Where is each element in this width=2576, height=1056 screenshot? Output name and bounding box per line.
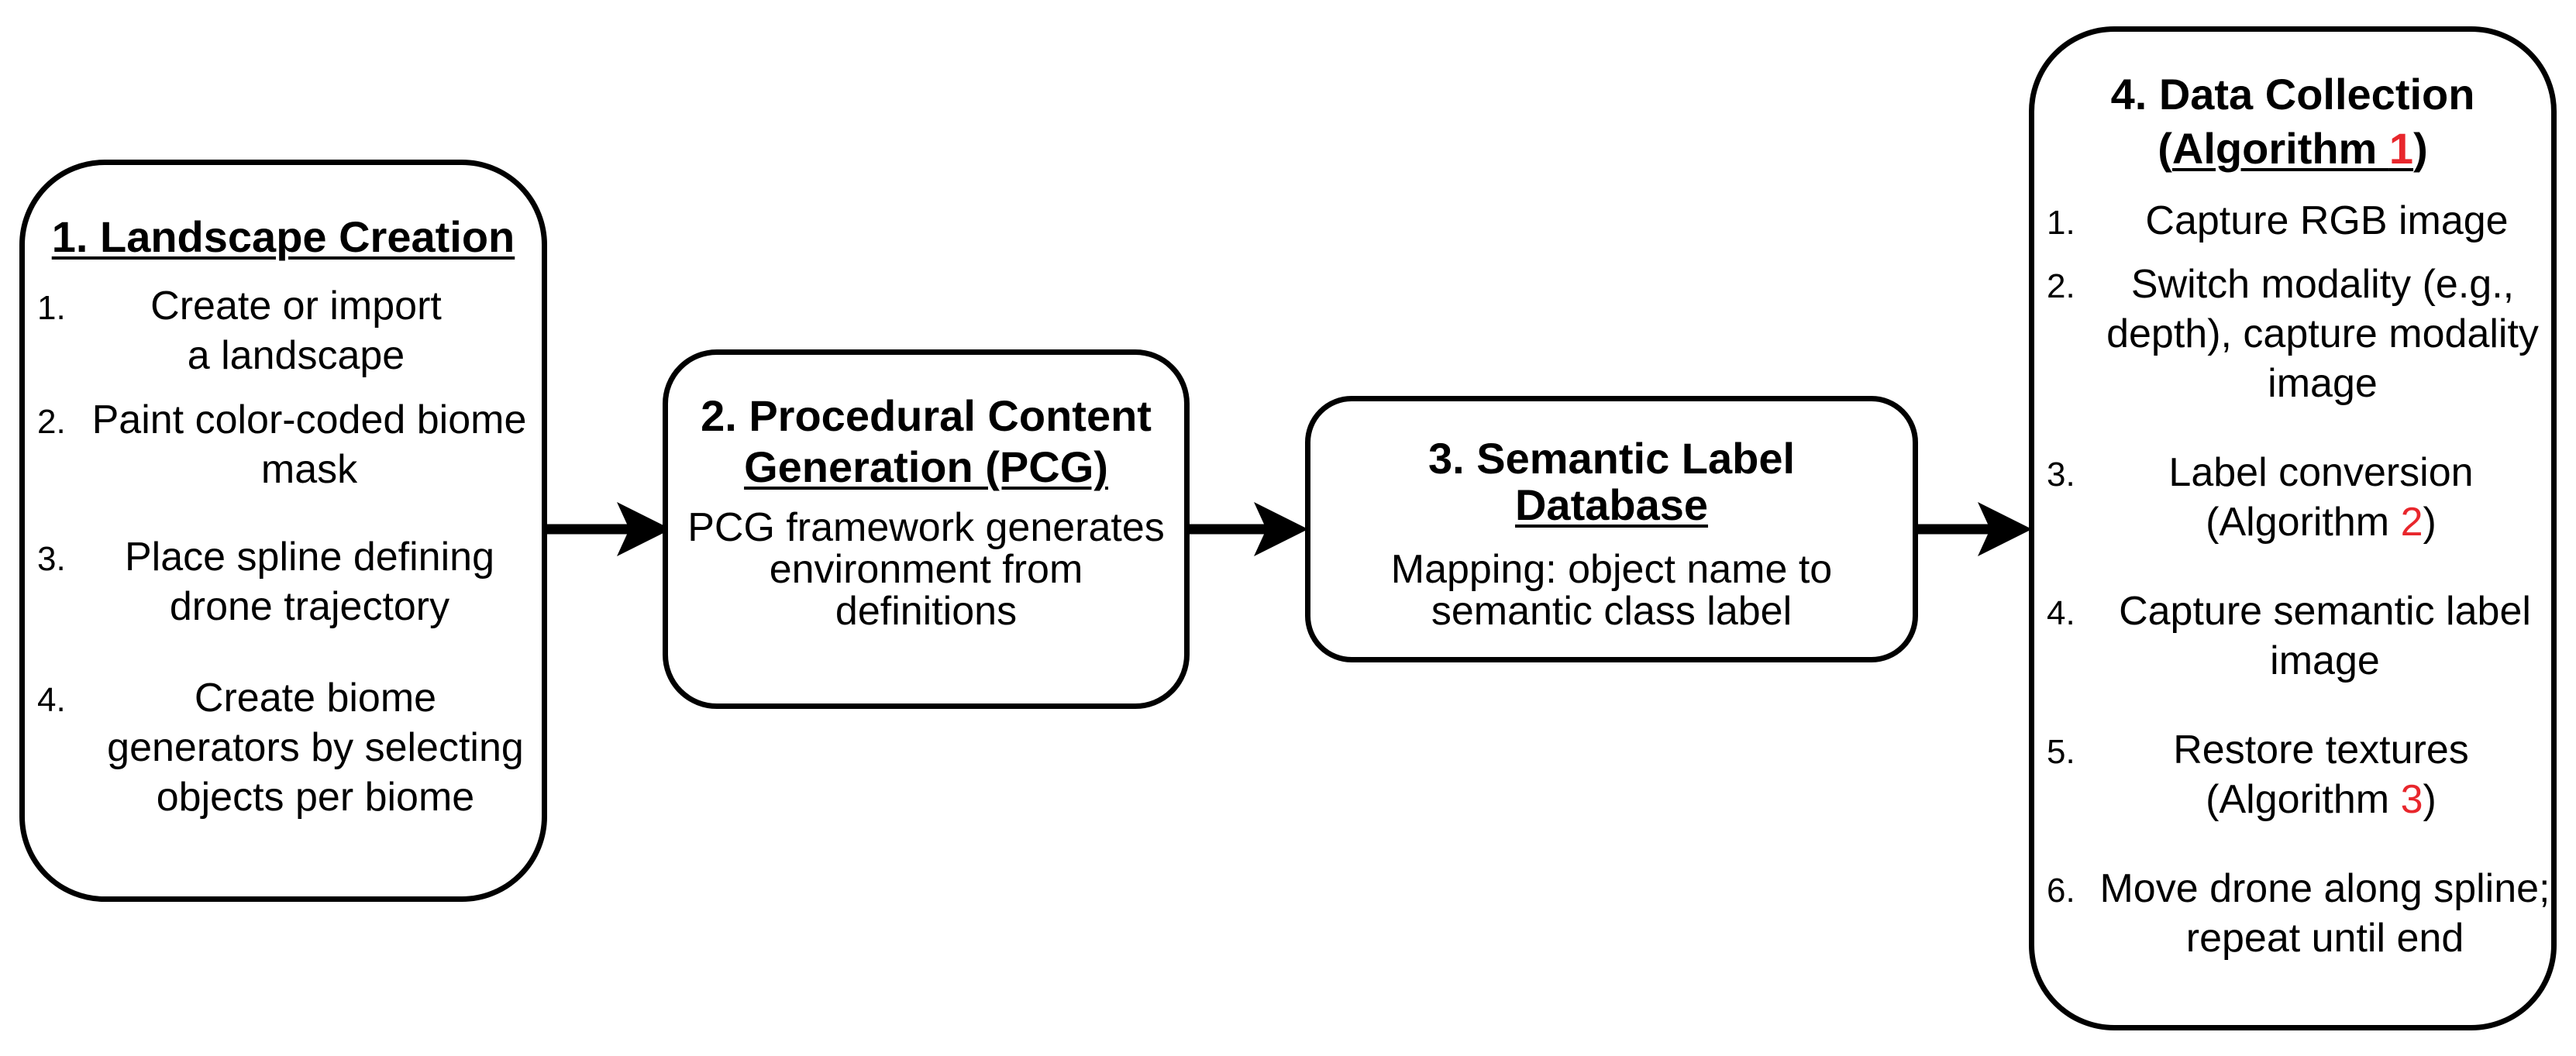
arrow-1-to-2 (547, 502, 671, 556)
list-text: Move drone along spline; repeat until en… (2099, 866, 2550, 961)
list-text: Paint color-coded biome mask (91, 397, 527, 492)
pcg-title-line2: Generation (PCG) (744, 442, 1108, 491)
list-number: 2. (2047, 267, 2075, 305)
semantic-label-title-line1: 3. Semantic Label (1427, 434, 1796, 483)
algorithm-link-text: Algorithm (2171, 124, 2389, 173)
list-text: Capture RGB image (2145, 198, 2509, 243)
semantic-label-title: 3. Semantic Label Database (1310, 435, 1913, 528)
list-text-main: Restore textures (Algorithm (2173, 728, 2469, 822)
semantic-label-description: Mapping: object name to semantic class l… (1390, 547, 1833, 634)
list-number: 2. (37, 403, 66, 441)
pcg-box: 2. Procedural Content Generation (PCG) P… (663, 349, 1190, 709)
arrow-2-to-3 (1188, 502, 1308, 556)
data-collection-title: 4. Data Collection (Algorithm 1) (2034, 67, 2551, 176)
list-text: Label conversion (Algorithm 2) (2158, 448, 2484, 547)
list-number: 3. (2047, 456, 2075, 494)
list-text: Switch modality (e.g., depth), capture m… (2106, 262, 2539, 406)
paren-close: ) (2413, 124, 2428, 173)
algorithm-ref-number: 1 (2388, 124, 2414, 173)
arrow-3-to-4 (1917, 502, 2032, 556)
list-text-main: Label conversion (Algorithm (2168, 450, 2474, 545)
data-collection-title-line1: 4. Data Collection (2110, 70, 2475, 119)
algorithm-1-link[interactable]: Algorithm 1 (2172, 124, 2413, 173)
algorithm-ref-2[interactable]: 2 (2400, 500, 2423, 545)
landscape-creation-box: 1. Landscape Creation 1. Create or impor… (19, 160, 547, 902)
list-number: 1. (2047, 204, 2075, 242)
list-number: 4. (37, 681, 66, 719)
list-number: 3. (37, 540, 66, 578)
pcg-title: 2. Procedural Content Generation (PCG) (668, 390, 1184, 493)
list-text-close: ) (2423, 777, 2437, 822)
list-number: 6. (2047, 872, 2075, 910)
list-text: Place spline defining drone trajectory (125, 535, 494, 629)
semantic-label-box: 3. Semantic Label Database Mapping: obje… (1305, 396, 1918, 662)
list-number: 1. (37, 289, 66, 327)
list-text-close: ) (2423, 500, 2437, 545)
data-collection-box: 4. Data Collection (Algorithm 1) 1. Capt… (2029, 26, 2557, 1030)
landscape-creation-title: 1. Landscape Creation (51, 212, 515, 261)
pcg-title-line1: 2. Procedural Content (701, 391, 1152, 440)
list-text: Create or import a landscape (150, 284, 442, 378)
list-text: Restore textures (Algorithm 3) (2158, 725, 2484, 824)
list-number: 5. (2047, 733, 2075, 771)
paren-open: ( (2158, 124, 2172, 173)
pcg-description: PCG framework generates environment from… (687, 505, 1165, 634)
list-text: Create biome generators by selecting obj… (107, 676, 524, 820)
list-text: Capture semantic label image (2119, 589, 2531, 683)
algorithm-ref-3[interactable]: 3 (2400, 777, 2423, 822)
list-number: 4. (2047, 594, 2075, 632)
semantic-label-title-line2: Database (1514, 480, 1709, 529)
